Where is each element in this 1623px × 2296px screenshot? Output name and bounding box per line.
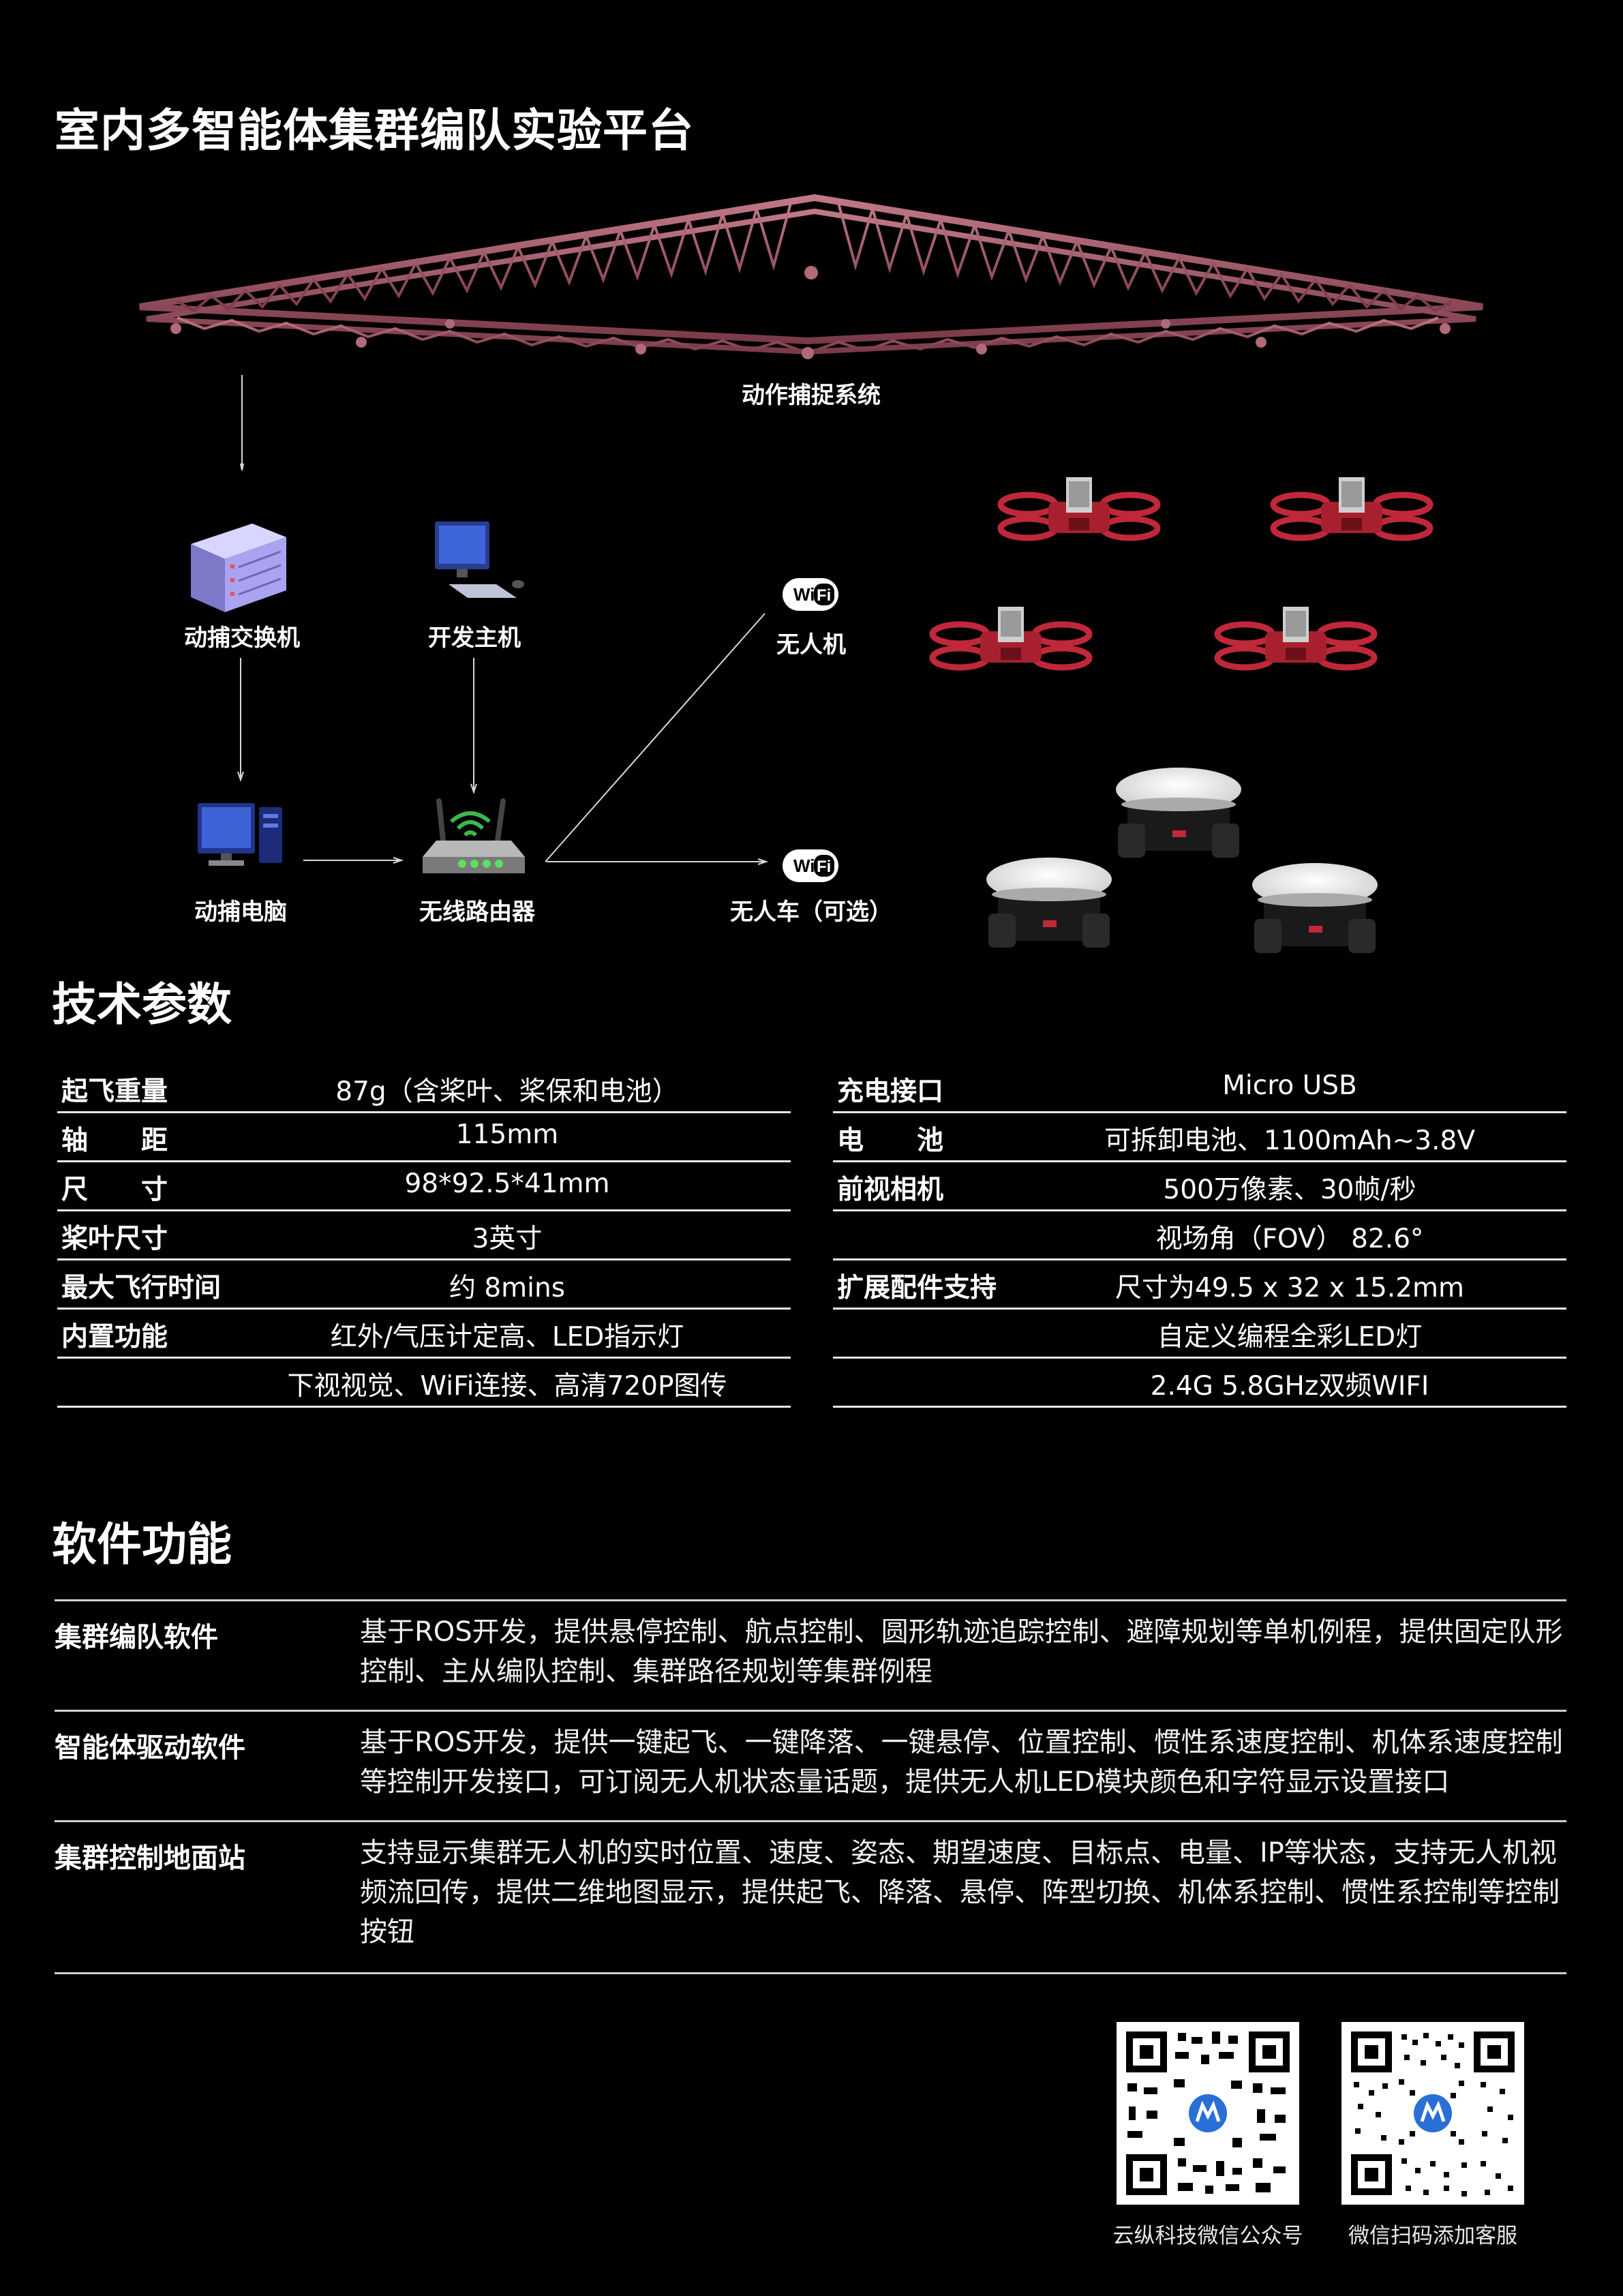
spec-value: 尺寸为49.5 x 32 x 15.2mm [1114,1273,1465,1303]
wifi-icon-drone: Wi Fi [783,578,838,611]
spec-row: 充电接口 Micro USB [833,1062,1566,1113]
spec-row: 尺 寸 98*92.5*41mm [57,1160,791,1211]
spec-key: 前视相机 [837,1175,944,1205]
spec-value: 98*92.5*41mm [404,1168,610,1199]
software-desc: 支持显示集群无人机的实时位置、速度、姿态、期望速度、目标点、电量、IP等状态，支… [360,1837,1560,1948]
spec-key: 桨叶尺寸 [61,1224,168,1254]
qr-code-customer-service [1341,2022,1524,2205]
software-name: 集群控制地面站 [55,1843,245,1874]
spec-value: 87g（含桨叶、桨保和电池） [335,1076,679,1107]
qr-code-official-account [1117,2022,1299,2205]
page-title: 室内多智能体集群编队实验平台 [55,104,694,157]
mocap-pc-label: 动捕电脑 [194,898,287,926]
drone-image [1217,607,1374,667]
router-label: 无线路由器 [419,898,535,926]
spec-row: 扩展配件支持 尺寸为49.5 x 32 x 15.2mm [833,1258,1566,1310]
drone-image [932,607,1089,667]
software-heading: 软件功能 [52,1518,232,1571]
robot-car-image [1116,768,1241,858]
spec-row: 电 池 可拆卸电池、1100mAh~3.8V [833,1111,1566,1162]
software-desc: 基于ROS开发，提供一键起飞、一键降落、一键悬停、位置控制、惯性系速度控制、机体… [360,1727,1563,1798]
robot-car-image [986,858,1112,948]
software-name: 智能体驱动软件 [55,1732,245,1764]
spec-row: 内置功能 红外/气压计定高、LED指示灯 [57,1308,791,1359]
spec-value: 可拆卸电池、1100mAh~3.8V [1104,1126,1476,1156]
spec-row: 视场角（FOV） 82.6° [833,1209,1566,1260]
spec-key: 电 池 [837,1126,944,1156]
spec-value: Micro USB [1222,1070,1357,1101]
server-rack-icon [191,524,286,612]
drone-image [997,477,1161,541]
spec-row: 轴 距 115mm [57,1111,791,1162]
software-row: 集群控制地面站 支持显示集群无人机的实时位置、速度、姿态、期望速度、目标点、电量… [55,1820,1566,1974]
spec-value: 自定义编程全彩LED灯 [1157,1322,1423,1353]
specs-heading: 技术参数 [52,978,232,1031]
spec-value: 3英寸 [472,1224,543,1254]
svg-text:Fi: Fi [817,858,831,876]
qr-caption-official-account: 云纵科技微信公众号 [1112,2224,1303,2248]
mocap-truss [139,194,1483,355]
drone-image [1273,477,1430,538]
spec-key: 最大飞行时间 [61,1273,222,1303]
car-label: 无人车（可选） [730,898,892,926]
robot-car-image [1252,863,1378,953]
svg-text:Fi: Fi [817,586,831,605]
system-diagram: Wi Fi Wi Fi [139,194,1483,953]
spec-row: 2.4G 5.8GHz双频WIFI [833,1357,1566,1408]
spec-value: 视场角（FOV） 82.6° [1155,1224,1424,1254]
desktop-pc-icon [198,803,282,866]
drone-label: 无人机 [776,631,846,659]
spec-key: 起飞重量 [61,1076,168,1107]
qr-caption-customer-service: 微信扫码添加客服 [1348,2224,1517,2248]
software-row: 集群编队软件 基于ROS开发，提供悬停控制、航点控制、圆形轨迹追踪控制、避障规划… [55,1599,1566,1710]
mocap-system-label: 动作捕捉系统 [742,382,881,409]
monitor-icon [435,522,524,598]
spec-value: 500万像素、30帧/秒 [1163,1175,1416,1205]
spec-value: 约 8mins [449,1273,566,1303]
spec-key: 内置功能 [61,1322,168,1353]
spec-key: 轴 距 [61,1126,168,1156]
spec-row: 起飞重量 87g（含桨叶、桨保和电池） [57,1062,791,1113]
spec-key: 扩展配件支持 [837,1273,997,1303]
spec-row: 下视视觉、WiFi连接、高清720P图传 [57,1357,791,1408]
svg-text:Wi: Wi [793,856,815,876]
spec-row: 前视相机 500万像素、30帧/秒 [833,1160,1566,1211]
spec-value: 2.4G 5.8GHz双频WIFI [1150,1371,1429,1402]
spec-key: 尺 寸 [61,1175,168,1205]
spec-row: 自定义编程全彩LED灯 [833,1308,1566,1359]
software-name: 集群编队软件 [55,1622,218,1653]
dev-host-label: 开发主机 [428,624,521,652]
spec-row: 桨叶尺寸 3英寸 [57,1209,791,1260]
spec-value: 115mm [455,1119,559,1150]
software-desc: 基于ROS开发，提供悬停控制、航点控制、圆形轨迹追踪控制、避障规划等单机例程，提… [360,1616,1563,1687]
software-row: 智能体驱动软件 基于ROS开发，提供一键起飞、一键降落、一键悬停、位置控制、惯性… [55,1710,1566,1821]
spec-key: 充电接口 [837,1076,944,1107]
spec-row: 最大飞行时间 约 8mins [57,1258,791,1310]
spec-value: 下视视觉、WiFi连接、高清720P图传 [287,1371,727,1402]
svg-text:Wi: Wi [793,584,815,605]
spec-value: 红外/气压计定高、LED指示灯 [330,1322,684,1353]
mocap-switch-label: 动捕交换机 [184,624,300,652]
wifi-icon-car: Wi Fi [783,849,838,882]
router-icon [423,798,525,873]
